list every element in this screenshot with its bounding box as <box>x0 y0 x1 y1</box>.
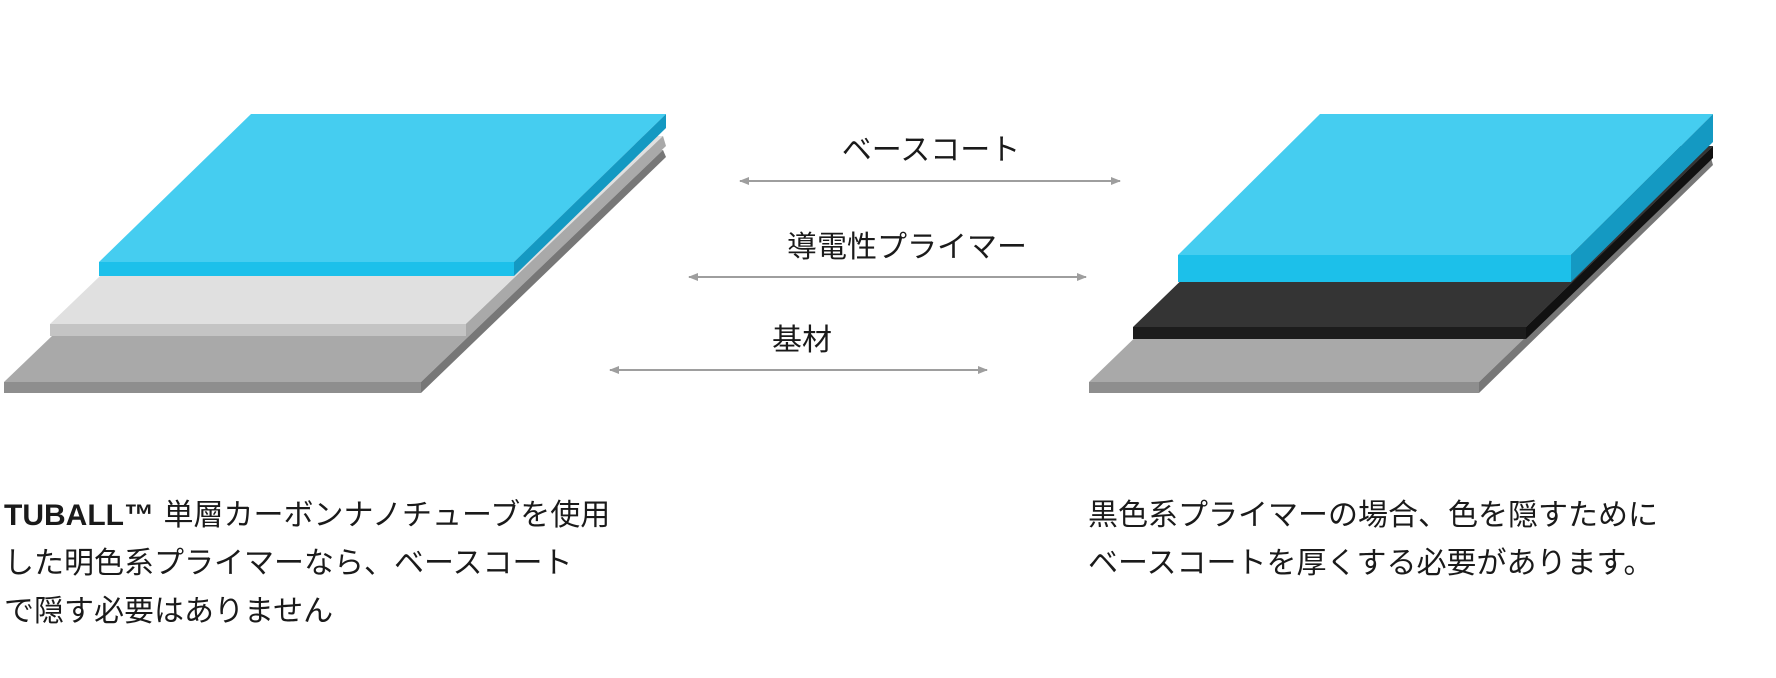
left-caption-line2: した明色系プライマーなら、ベースコート <box>4 546 573 581</box>
left-base-coat-side <box>514 114 666 276</box>
left-caption-line3: で隠す必要はありません <box>4 594 334 629</box>
conductive-primer-label: 導電性プライマー <box>787 230 1027 265</box>
right-caption-line2: ベースコートを厚くする必要があります。 <box>1088 546 1654 581</box>
left-base-coat-top <box>99 114 666 262</box>
right-substrate-front <box>1089 382 1479 393</box>
right-layer-stack <box>1089 114 1713 393</box>
right-base-coat-front <box>1178 255 1571 282</box>
left-caption-line1: 単層カーボンナノチューブを使用 <box>153 498 611 533</box>
right-base-coat-side <box>1571 114 1713 282</box>
left-caption: TUBALL™ 単層カーボンナノチューブを使用した明色系プライマーなら、ベースコ… <box>4 492 684 636</box>
left-substrate-front <box>4 382 421 393</box>
right-caption-line1: 黒色系プライマーの場合、色を隠すために <box>1088 498 1658 533</box>
substrate-label: 基材 <box>772 323 832 358</box>
right-substrate-side <box>1479 158 1713 393</box>
layer-legend: ベースコート 導電性プライマー 基材 <box>609 133 1121 374</box>
left-light-primer-front <box>50 324 466 336</box>
right-caption: 黒色系プライマーの場合、色を隠すためにベースコートを厚くする必要があります。 <box>1088 492 1768 588</box>
right-dark-primer-front <box>1133 327 1526 339</box>
left-base-coat-front <box>99 262 514 276</box>
right-dark-primer-side <box>1526 146 1713 339</box>
left-layer-stack <box>4 114 666 393</box>
caption-brand: TUBALL™ <box>4 499 154 532</box>
left-light-primer-side <box>466 136 666 336</box>
right-base-coat-top <box>1178 114 1713 255</box>
base-coat-label: ベースコート <box>842 133 1021 168</box>
left-substrate-side <box>421 150 666 393</box>
